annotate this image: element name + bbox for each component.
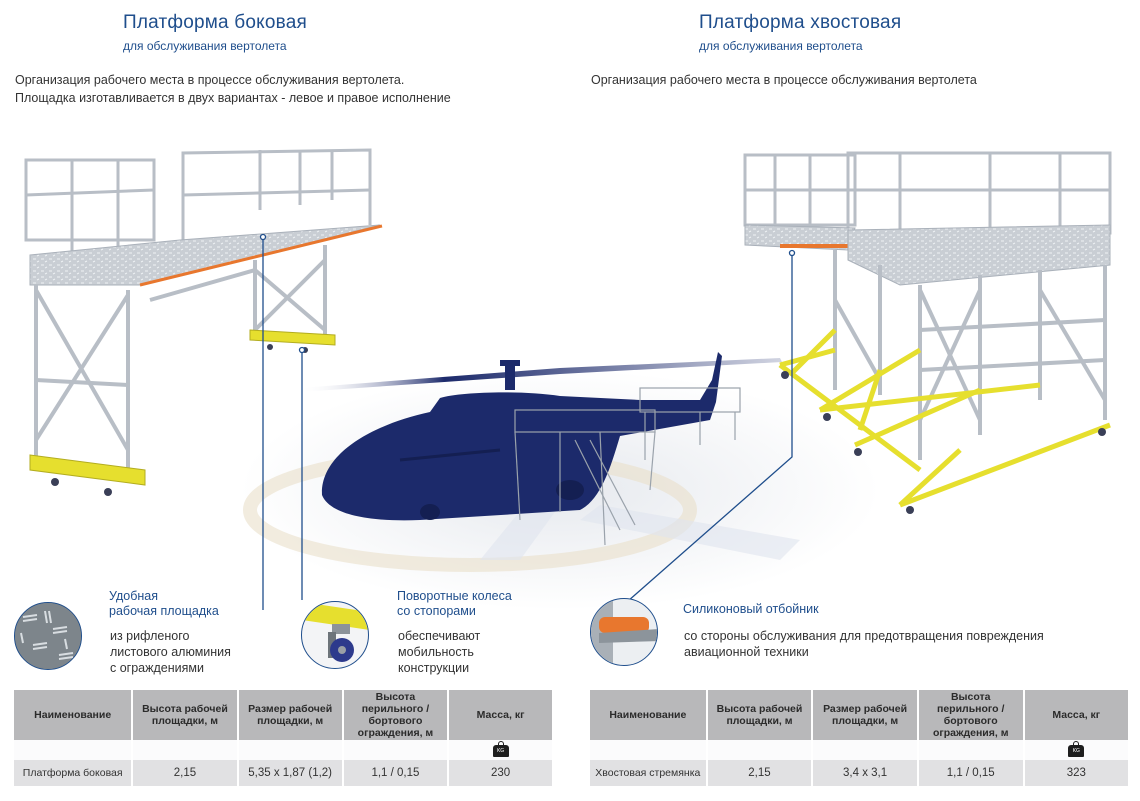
- header-mass: Масса, кг: [1024, 690, 1128, 740]
- cell-platform-height: 2,15: [133, 760, 237, 786]
- left-description: Организация рабочего места в процессе об…: [15, 71, 451, 107]
- cell-platform-height: 2,15: [707, 760, 812, 786]
- callout-title-line: Удобная: [109, 589, 158, 603]
- tail-platform-illustration: [743, 151, 1112, 514]
- header-platform-size: Размер рабочей площадки, м: [813, 690, 917, 740]
- helicopter: [321, 352, 722, 521]
- right-description-line: Организация рабочего места в процессе об…: [591, 73, 977, 87]
- table-row: Хвостовая стремянка 2,15 3,4 x 3,1 1,1 /…: [590, 760, 1128, 786]
- table-header-row: Наименование Высота рабочей площадки, м …: [14, 690, 552, 740]
- header-name: Наименование: [14, 690, 132, 740]
- left-title: Платформа боковая: [123, 12, 307, 33]
- product-illustration: [24, 148, 1112, 610]
- cell-name: Платформа боковая: [14, 760, 132, 786]
- callout-text-line: из рифленого: [110, 629, 190, 643]
- right-title: Платформа хвостовая: [699, 12, 902, 33]
- caster-wheel-icon: [301, 601, 369, 669]
- table-header-row: Наименование Высота рабочей площадки, м …: [590, 690, 1128, 740]
- header-platform-size: Размер рабочей площадки, м: [238, 690, 342, 740]
- cell-mass: 230: [449, 760, 552, 786]
- callout-text-platform: из рифленого листового алюминия с огражд…: [110, 628, 231, 676]
- callout-text-bumper: со стороны обслуживания для предотвращен…: [684, 628, 1044, 660]
- table-row: Платформа боковая 2,15 5,35 x 1,87 (1,2)…: [14, 760, 552, 786]
- header-platform-height: Высота рабочей площадки, м: [133, 690, 237, 740]
- callout-title-line: Силиконовый отбойник: [683, 602, 819, 616]
- header-platform-height: Высота рабочей площадки, м: [707, 690, 812, 740]
- right-subtitle: для обслуживания вертолета: [699, 39, 863, 53]
- header-railing-height: Высота перильного / бортового ограждения…: [918, 690, 1023, 740]
- left-description-line: Организация рабочего места в процессе об…: [15, 73, 405, 87]
- right-spec-table: Наименование Высота рабочей площадки, м …: [588, 690, 1130, 786]
- cell-name: Хвостовая стремянка: [590, 760, 706, 786]
- side-platform-illustration: [24, 148, 383, 496]
- rotor-blade: [300, 358, 782, 392]
- cell-railing-height: 1,1 / 0,15: [918, 760, 1023, 786]
- table-icon-row: [590, 740, 1128, 760]
- callout-text-line: обеспечивают: [398, 629, 481, 643]
- callout-text-line: мобильность: [398, 645, 474, 659]
- callout-title-line: рабочая площадка: [109, 604, 219, 618]
- mini-platforms: [514, 387, 741, 546]
- weight-kg-icon: [492, 740, 509, 757]
- callout-text-wheels: обеспечивают мобильность конструкции: [398, 628, 480, 676]
- left-spec-table: Наименование Высота рабочей площадки, м …: [12, 690, 554, 786]
- callout-text-line: конструкции: [398, 661, 470, 675]
- callout-text-line: со стороны обслуживания для предотвращен…: [684, 629, 1044, 643]
- callout-title-wheels: Поворотные колеса со стопорами: [397, 589, 512, 619]
- left-subtitle: для обслуживания вертолета: [123, 39, 287, 53]
- header-name: Наименование: [590, 690, 706, 740]
- callout-leaders: [259, 233, 796, 610]
- silicone-bumper-icon: [590, 598, 658, 666]
- table-icon-row: [14, 740, 552, 760]
- left-description-line: Площадка изготавливается в двух варианта…: [15, 91, 451, 105]
- callout-title-platform: Удобная рабочая площадка: [109, 589, 219, 619]
- callout-text-line: с ограждениями: [110, 661, 204, 675]
- callout-text-line: авиационной техники: [684, 645, 809, 659]
- callout-title-bumper: Силиконовый отбойник: [683, 602, 819, 617]
- callout-title-line: со стопорами: [397, 604, 476, 618]
- cell-platform-size: 5,35 x 1,87 (1,2): [238, 760, 342, 786]
- callout-title-line: Поворотные колеса: [397, 589, 512, 603]
- checker-plate-icon: [14, 602, 82, 670]
- header-railing-height: Высота перильного / бортового ограждения…: [343, 690, 448, 740]
- weight-kg-icon: [1068, 740, 1085, 757]
- right-description: Организация рабочего места в процессе об…: [591, 71, 977, 89]
- cell-platform-size: 3,4 x 3,1: [813, 760, 917, 786]
- cell-railing-height: 1,1 / 0,15: [343, 760, 448, 786]
- cell-mass: 323: [1024, 760, 1128, 786]
- callout-text-line: листового алюминия: [110, 645, 231, 659]
- header-mass: Масса, кг: [449, 690, 552, 740]
